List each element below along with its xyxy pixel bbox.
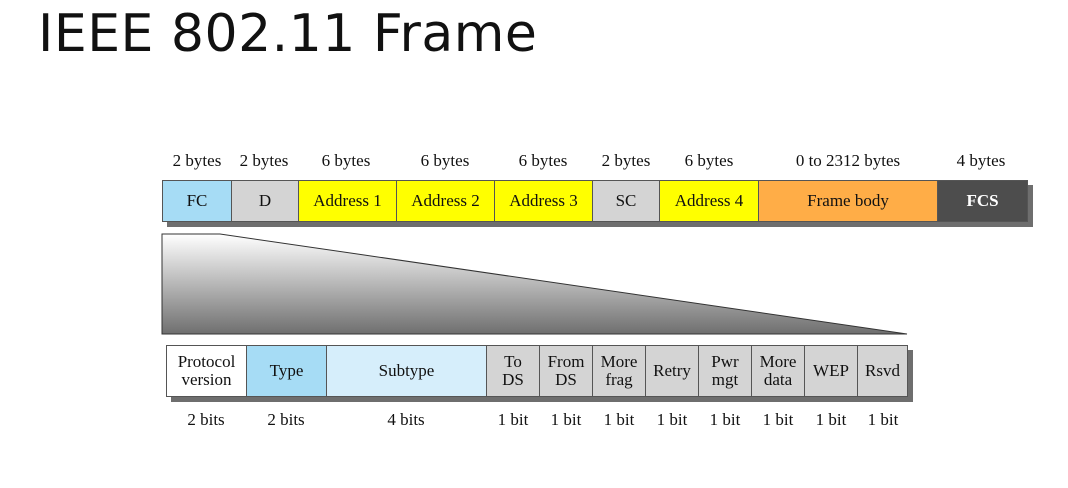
field-sc: SC <box>592 180 660 222</box>
bit-size-retry: 1 bit <box>656 410 688 429</box>
field-fcs: FCS <box>937 180 1028 222</box>
field-address1: Address 1 <box>298 180 397 222</box>
size-label-d: 2 bytes <box>239 151 289 170</box>
bit-size-from-ds: 1 bit <box>550 410 582 429</box>
size-label-sc: 2 bytes <box>601 151 651 170</box>
field-address3: Address 3 <box>494 180 593 222</box>
size-label-fcs: 4 bytes <box>956 151 1006 170</box>
bit-size-to-ds: 1 bit <box>497 410 529 429</box>
frame-fields-row: FC D Address 1 Address 2 Address 3 SC Ad… <box>162 180 1028 222</box>
size-label-address1: 6 bytes <box>321 151 371 170</box>
bit-field-retry: Retry <box>645 345 699 397</box>
bit-size-type: 2 bits <box>267 410 305 429</box>
bit-size-subtype: 4 bits <box>387 410 425 429</box>
page-title: IEEE 802.11 Frame <box>38 4 538 64</box>
size-label-fc: 2 bytes <box>172 151 222 170</box>
field-frame-body: Frame body <box>758 180 938 222</box>
bit-field-rsvd: Rsvd <box>857 345 908 397</box>
field-fc: FC <box>162 180 232 222</box>
field-address2: Address 2 <box>396 180 495 222</box>
field-d: D <box>231 180 299 222</box>
field-address4: Address 4 <box>659 180 759 222</box>
bit-size-protocol-version: 2 bits <box>187 410 225 429</box>
bit-field-type: Type <box>246 345 327 397</box>
size-label-frame-body: 0 to 2312 bytes <box>795 151 901 170</box>
bit-size-rsvd: 1 bit <box>867 410 899 429</box>
bit-size-more-frag: 1 bit <box>603 410 635 429</box>
size-label-address4: 6 bytes <box>684 151 734 170</box>
bit-size-more-data: 1 bit <box>762 410 794 429</box>
bit-field-subtype: Subtype <box>326 345 487 397</box>
size-label-address2: 6 bytes <box>420 151 470 170</box>
bit-size-pwr-mgt: 1 bit <box>709 410 741 429</box>
size-label-address3: 6 bytes <box>518 151 568 170</box>
bit-field-wep: WEP <box>804 345 858 397</box>
bit-size-wep: 1 bit <box>815 410 847 429</box>
